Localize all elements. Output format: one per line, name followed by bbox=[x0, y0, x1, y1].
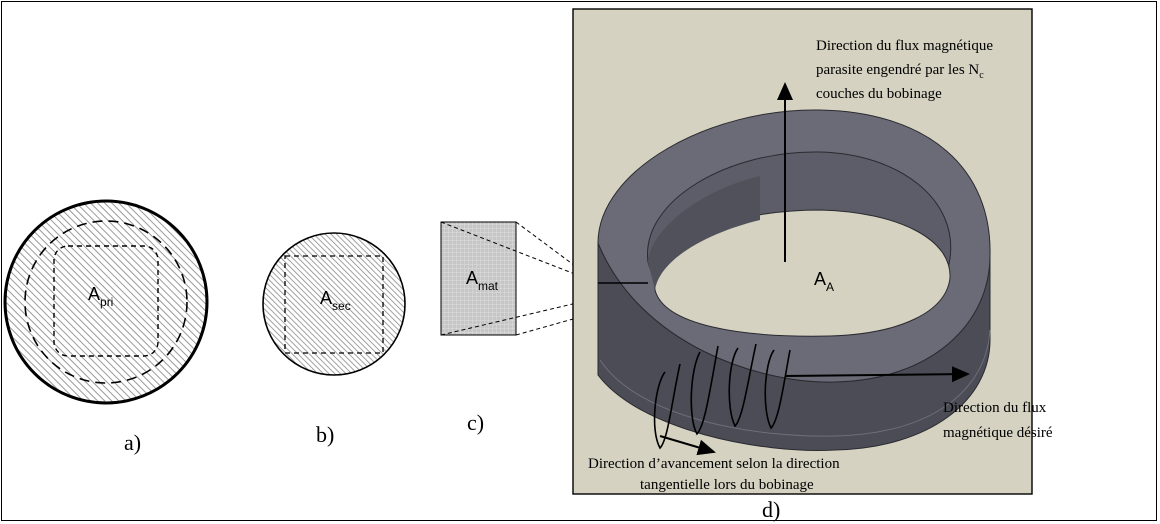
coil-windings bbox=[653, 343, 791, 450]
desired-flux-text-line2: magnétique désiré bbox=[943, 425, 1053, 441]
projection-line-top bbox=[440, 221, 599, 284]
diagram-d: AA Direction du flux magnétique parasite… bbox=[572, 8, 1053, 522]
primary-area-label: Apri bbox=[88, 284, 113, 309]
parasitic-flux-text-line1: Direction du flux magnétique bbox=[816, 38, 993, 54]
caption-a: a) bbox=[124, 430, 141, 455]
material-area-label: Amat bbox=[466, 268, 499, 293]
core-inner-shade bbox=[648, 176, 760, 290]
secondary-conductor-circle bbox=[262, 232, 406, 376]
primary-conductor-circle bbox=[3, 199, 209, 405]
desired-flux-text-line1: Direction du flux bbox=[943, 400, 1047, 416]
secondary-dashed-square bbox=[284, 255, 384, 354]
desired-flux-arrow bbox=[784, 366, 970, 383]
parasitic-flux-text-line2: parasite engendré par les Nc bbox=[816, 62, 984, 81]
parasitic-flux-text-line3: couches du bobinage bbox=[816, 86, 942, 102]
projection-line-bottom bbox=[440, 297, 599, 336]
primary-dashed-square bbox=[53, 245, 159, 357]
winding-direction-text-line2: tangentielle lors du bobinage bbox=[640, 477, 814, 493]
diagram-c: Amat c) bbox=[440, 221, 599, 435]
caption-c: c) bbox=[467, 410, 484, 435]
caption-d: d) bbox=[762, 497, 780, 522]
diagram-a: Apri a) bbox=[3, 199, 209, 455]
primary-inner-dashed-circle bbox=[24, 220, 188, 384]
winding-direction-arrow bbox=[659, 435, 716, 456]
core-area-label: AA bbox=[814, 269, 834, 294]
caption-b: b) bbox=[316, 422, 334, 447]
secondary-area-label: Asec bbox=[320, 288, 351, 313]
winding-direction-text-line1: Direction d’avancement selon la directio… bbox=[588, 456, 840, 472]
material-section-square bbox=[440, 221, 517, 336]
diagram-b: Asec b) bbox=[262, 232, 406, 447]
